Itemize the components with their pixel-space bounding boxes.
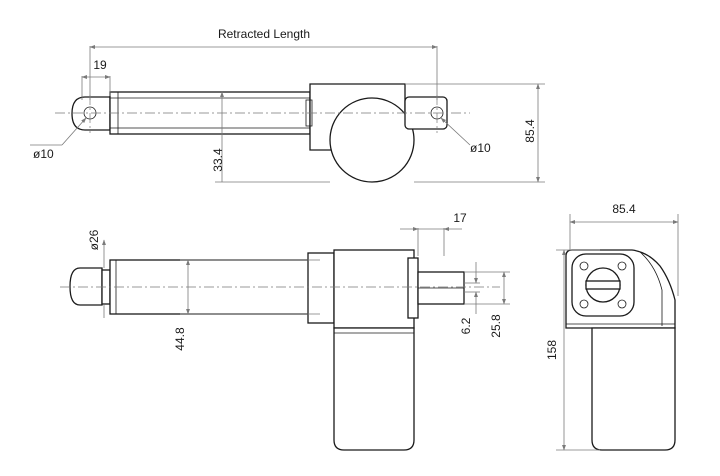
rear-hole-diameter-label: ø10 bbox=[470, 141, 491, 155]
body-height-label: 44.8 bbox=[173, 327, 187, 351]
end-screw-4 bbox=[617, 299, 627, 309]
end-height-label: 158 bbox=[545, 340, 559, 360]
tube-diameter-label: ø26 bbox=[87, 229, 101, 250]
end-screw-2 bbox=[617, 261, 627, 271]
end-rear-eye-slot bbox=[585, 280, 621, 290]
end-screw-1 bbox=[579, 261, 589, 271]
rod-axis-offset-label: 33.4 bbox=[211, 148, 225, 172]
side-view: ø26 44.8 17 6.2 25.8 bbox=[60, 211, 510, 451]
clevis-slot-label: 6.2 bbox=[459, 317, 473, 334]
retracted-length-label: Retracted Length bbox=[218, 27, 310, 41]
top-view: Retracted Length 19 ø10 ø10 33.4 85.4 bbox=[30, 27, 545, 183]
end-motor bbox=[591, 327, 676, 451]
clevis-width-label: 25.8 bbox=[489, 314, 503, 338]
end-view: 85.4 158 bbox=[545, 202, 679, 451]
end-screw-3 bbox=[579, 299, 589, 309]
side-motor bbox=[333, 327, 415, 451]
clevis-length-label: 17 bbox=[453, 211, 467, 225]
end-width-label: 85.4 bbox=[612, 202, 636, 216]
top-overall-height-label: 85.4 bbox=[523, 119, 537, 143]
side-gearbox bbox=[333, 249, 415, 329]
front-hole-diameter-label: ø10 bbox=[33, 147, 54, 161]
top-motor-circle bbox=[329, 97, 415, 183]
rod-eye-offset-label: 19 bbox=[93, 58, 107, 72]
side-gearbox-front bbox=[307, 252, 335, 324]
side-rod-end bbox=[69, 267, 103, 306]
top-rod-eye bbox=[71, 96, 111, 131]
